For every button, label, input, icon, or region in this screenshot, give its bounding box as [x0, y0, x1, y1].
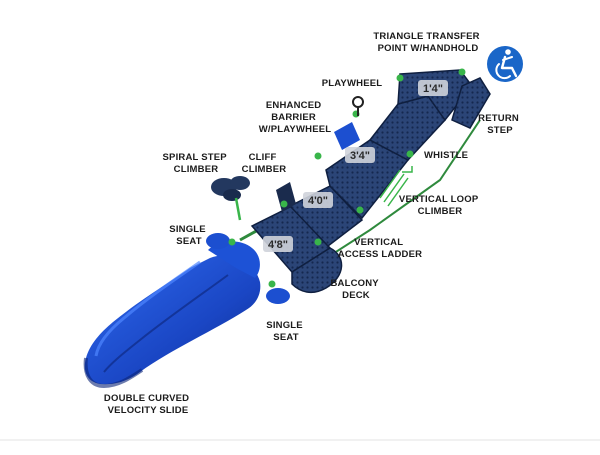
- measurement-badges: 1'4" 3'4" 4'0" 4'8": [263, 80, 448, 252]
- deck-structure: [239, 69, 491, 294]
- label-single-seat-left: SINGLE SEAT: [169, 224, 208, 247]
- label-slide: DOUBLE CURVED VELOCITY SLIDE: [104, 393, 192, 416]
- accessibility-icon: [487, 46, 523, 82]
- double-curved-velocity-slide: [83, 241, 261, 389]
- playwheel: [352, 96, 364, 116]
- label-cliff-climber: CLIFF CLIMBER: [242, 152, 287, 175]
- spiral-step-climber: [211, 176, 250, 221]
- single-seat-bottom: [266, 288, 290, 304]
- label-return-step: RETURN STEP: [478, 113, 522, 136]
- label-vertical-access-ladder: VERTICAL ACCESS LADDER: [338, 237, 422, 260]
- label-spiral-step-climber: SPIRAL STEP CLIMBER: [163, 152, 230, 175]
- deck-height-4: 4'8": [268, 239, 288, 251]
- label-enhanced-barrier: ENHANCED BARRIER W/PLAYWHEEL: [259, 100, 332, 135]
- label-balcony-deck: BALCONY DECK: [330, 278, 381, 301]
- label-triangle-transfer: TRIANGLE TRANSFER POINT W/HANDHOLD: [373, 31, 482, 54]
- label-whistle: WHISTLE: [424, 150, 468, 161]
- label-vertical-loop-climber: VERTICAL LOOP CLIMBER: [399, 194, 481, 217]
- label-playwheel: PLAYWHEEL: [322, 78, 383, 89]
- label-single-seat-bottom: SINGLE SEAT: [266, 320, 305, 343]
- deck-height-1: 1'4": [423, 83, 443, 95]
- deck-height-2: 3'4": [350, 150, 370, 162]
- callout-labels: TRIANGLE TRANSFER POINT W/HANDHOLD PLAYW…: [104, 31, 522, 416]
- single-seat-left: [206, 233, 230, 249]
- deck-height-3: 4'0": [308, 195, 328, 207]
